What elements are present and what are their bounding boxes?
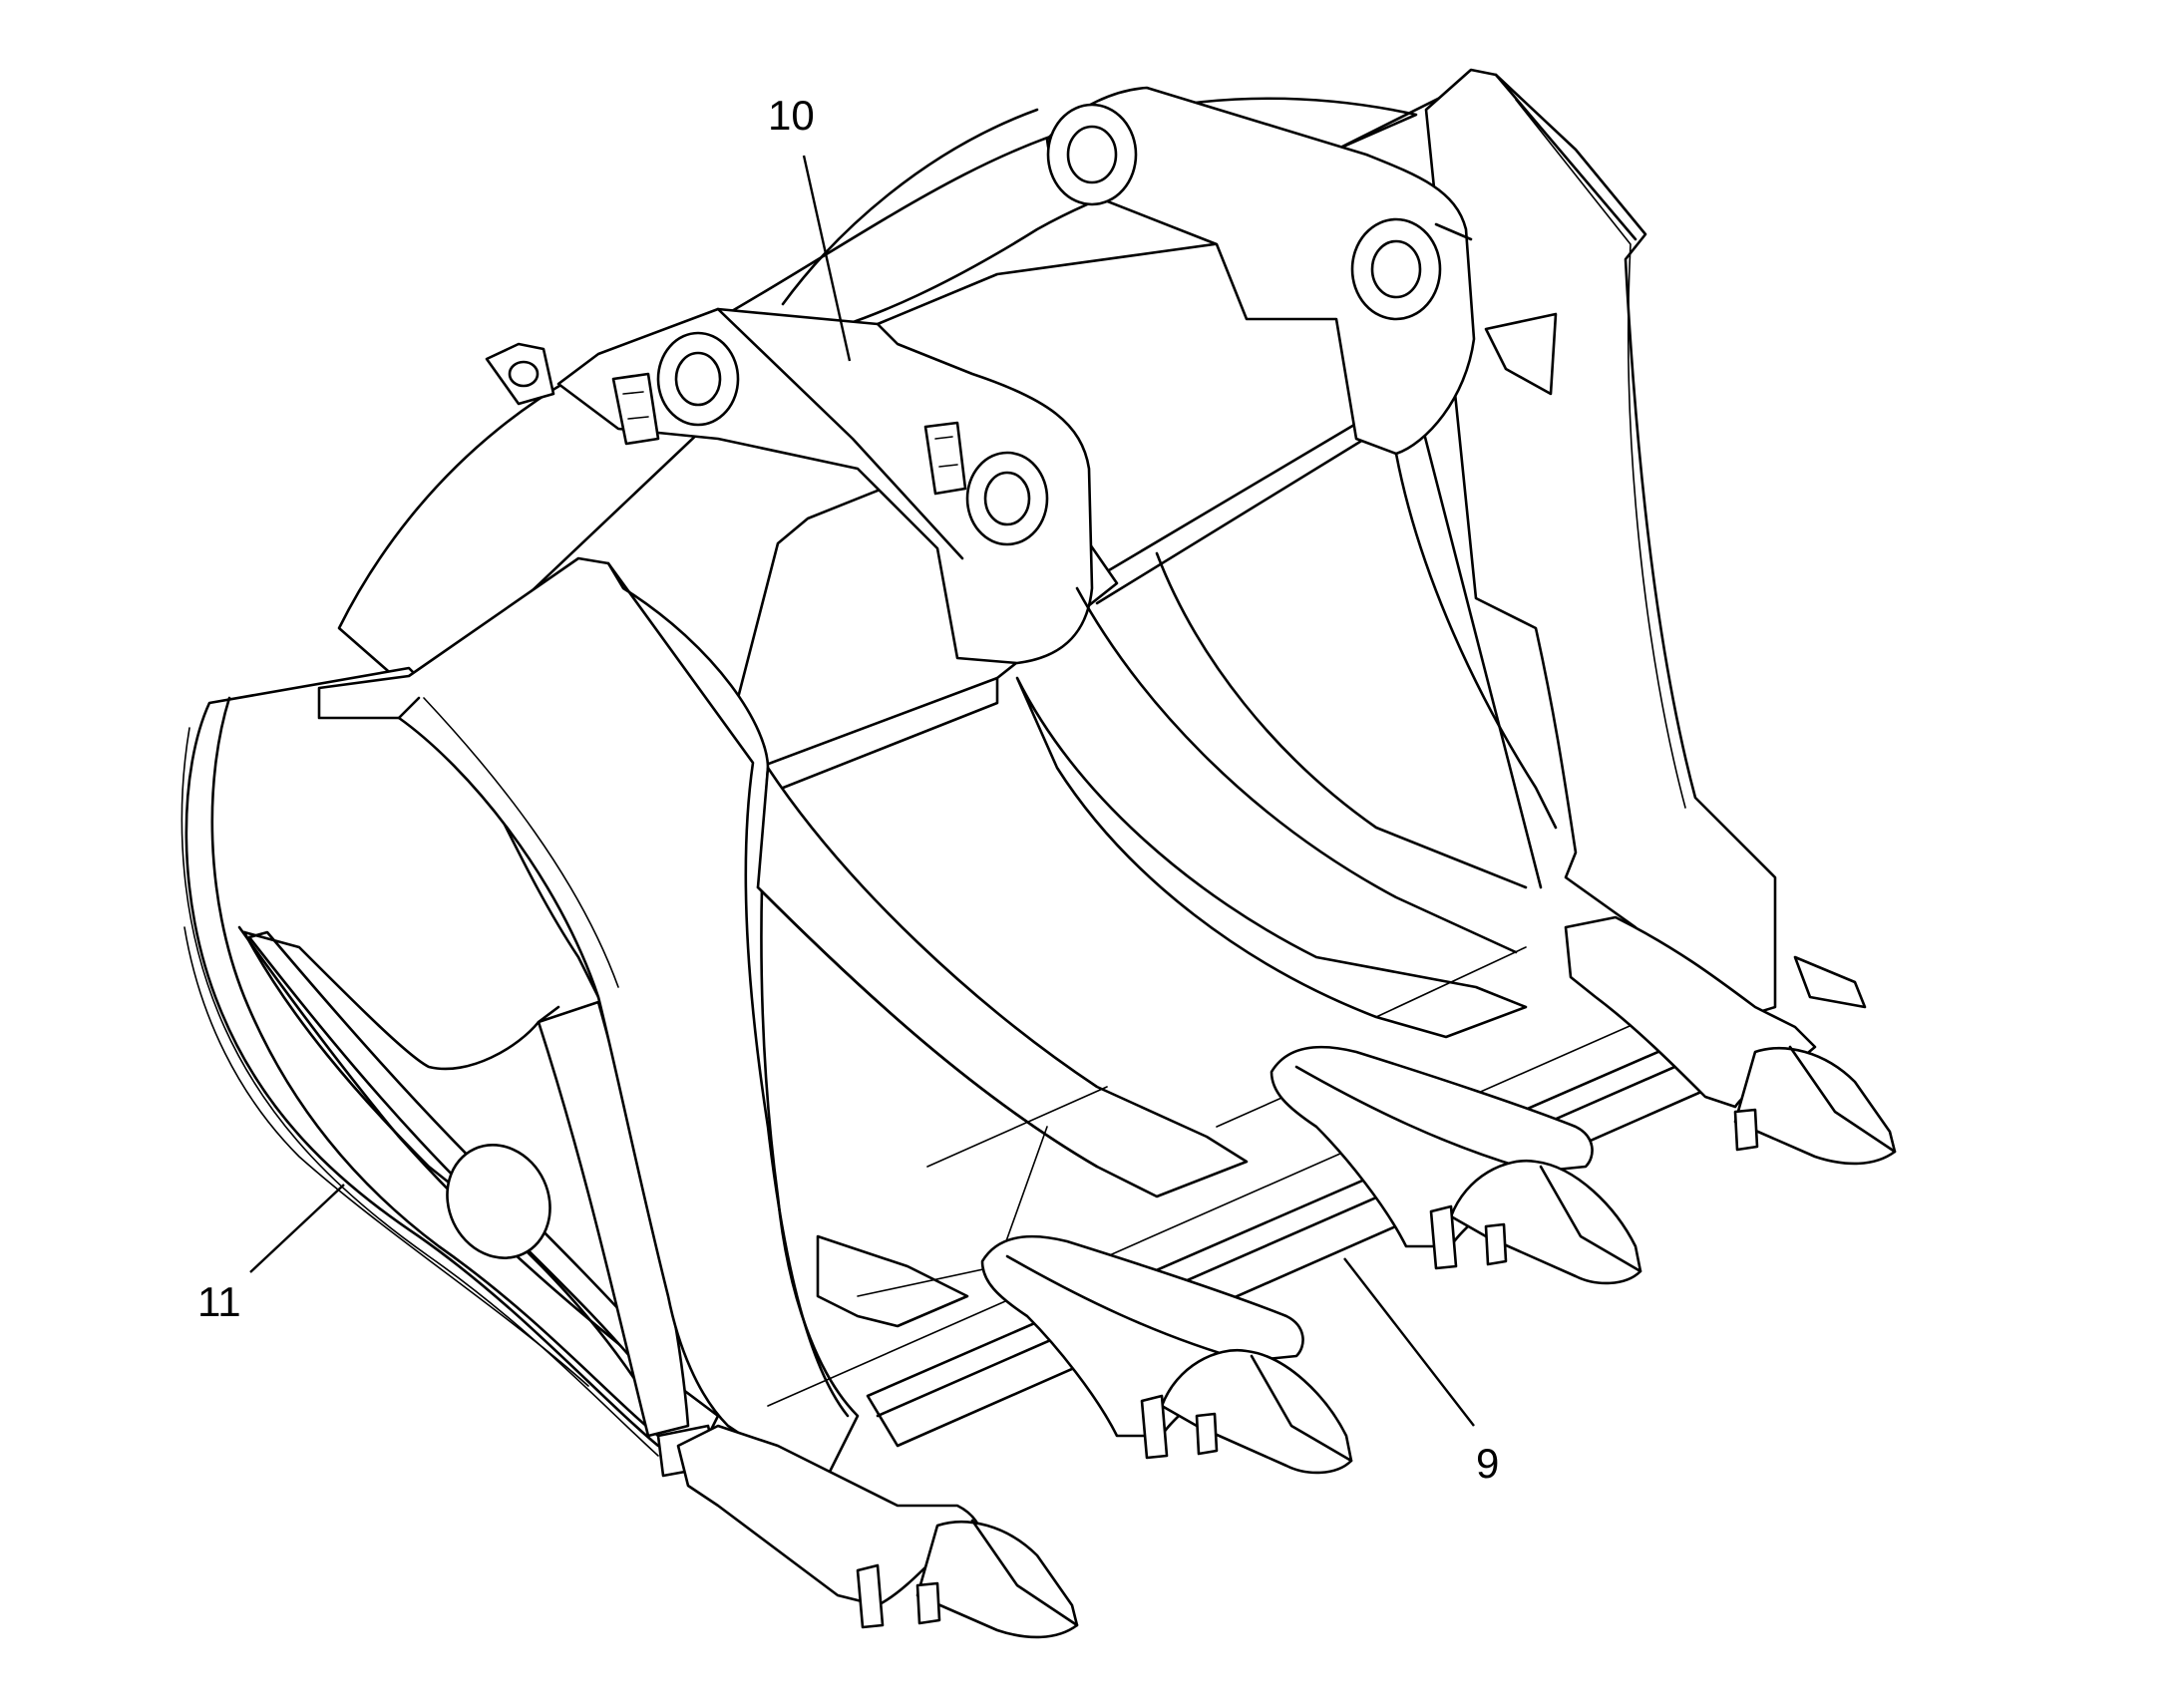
callout-10: 10 [768,92,815,139]
tooth-adapter-middle-left [980,1234,1353,1475]
leader-lines [249,155,1475,1427]
tooth-adapter-middle-right [1270,1045,1642,1285]
tooth-adapter-left-corner [676,1424,1079,1639]
callout-9: 9 [1476,1440,1499,1487]
inner-wear-strips [756,551,1528,1328]
leader-10 [802,155,852,362]
left-side-plate [181,666,720,1478]
tooth-adapter-right-corner [1564,915,1897,1166]
leader-11 [249,1184,345,1273]
pin-bracket-rear [1045,86,1476,456]
leader-9 [1343,1257,1475,1427]
callout-11: 11 [197,1278,241,1325]
pin-bracket-front [485,307,1094,665]
left-curved-rib [317,556,860,1478]
right-inner-rib [1075,452,1558,954]
right-side-plate [1399,68,1777,1029]
